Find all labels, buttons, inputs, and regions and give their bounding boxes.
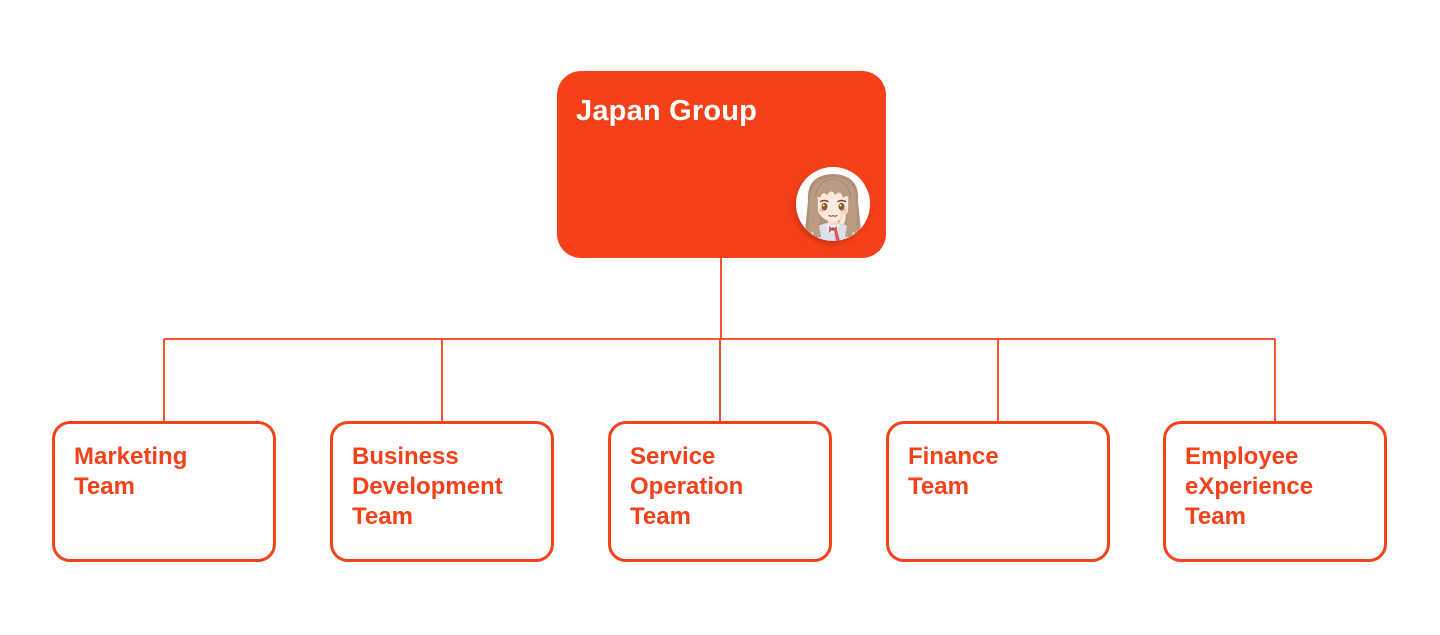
org-node-finance-team[interactable]: Finance Team xyxy=(886,421,1110,562)
org-node-business-development-team[interactable]: Business Development Team xyxy=(330,421,554,562)
org-node-label: Service Operation Team xyxy=(630,443,744,530)
org-node-japan-group[interactable]: Japan Group xyxy=(557,71,886,258)
org-node-employee-experience-team[interactable]: Employee eXperience Team xyxy=(1163,421,1387,562)
anime-girl-avatar-graphic xyxy=(796,167,870,241)
org-node-label: Japan Group xyxy=(576,95,758,127)
org-node-service-operation-team[interactable]: Service Operation Team xyxy=(608,421,832,562)
org-node-marketing-team[interactable]: Marketing Team xyxy=(52,421,276,562)
person-avatar[interactable] xyxy=(796,167,870,241)
org-node-label: Employee eXperience Team xyxy=(1185,443,1314,530)
org-node-label: Marketing Team xyxy=(74,443,188,500)
org-node-label: Finance Team xyxy=(908,443,999,500)
org-node-label: Business Development Team xyxy=(352,443,503,530)
